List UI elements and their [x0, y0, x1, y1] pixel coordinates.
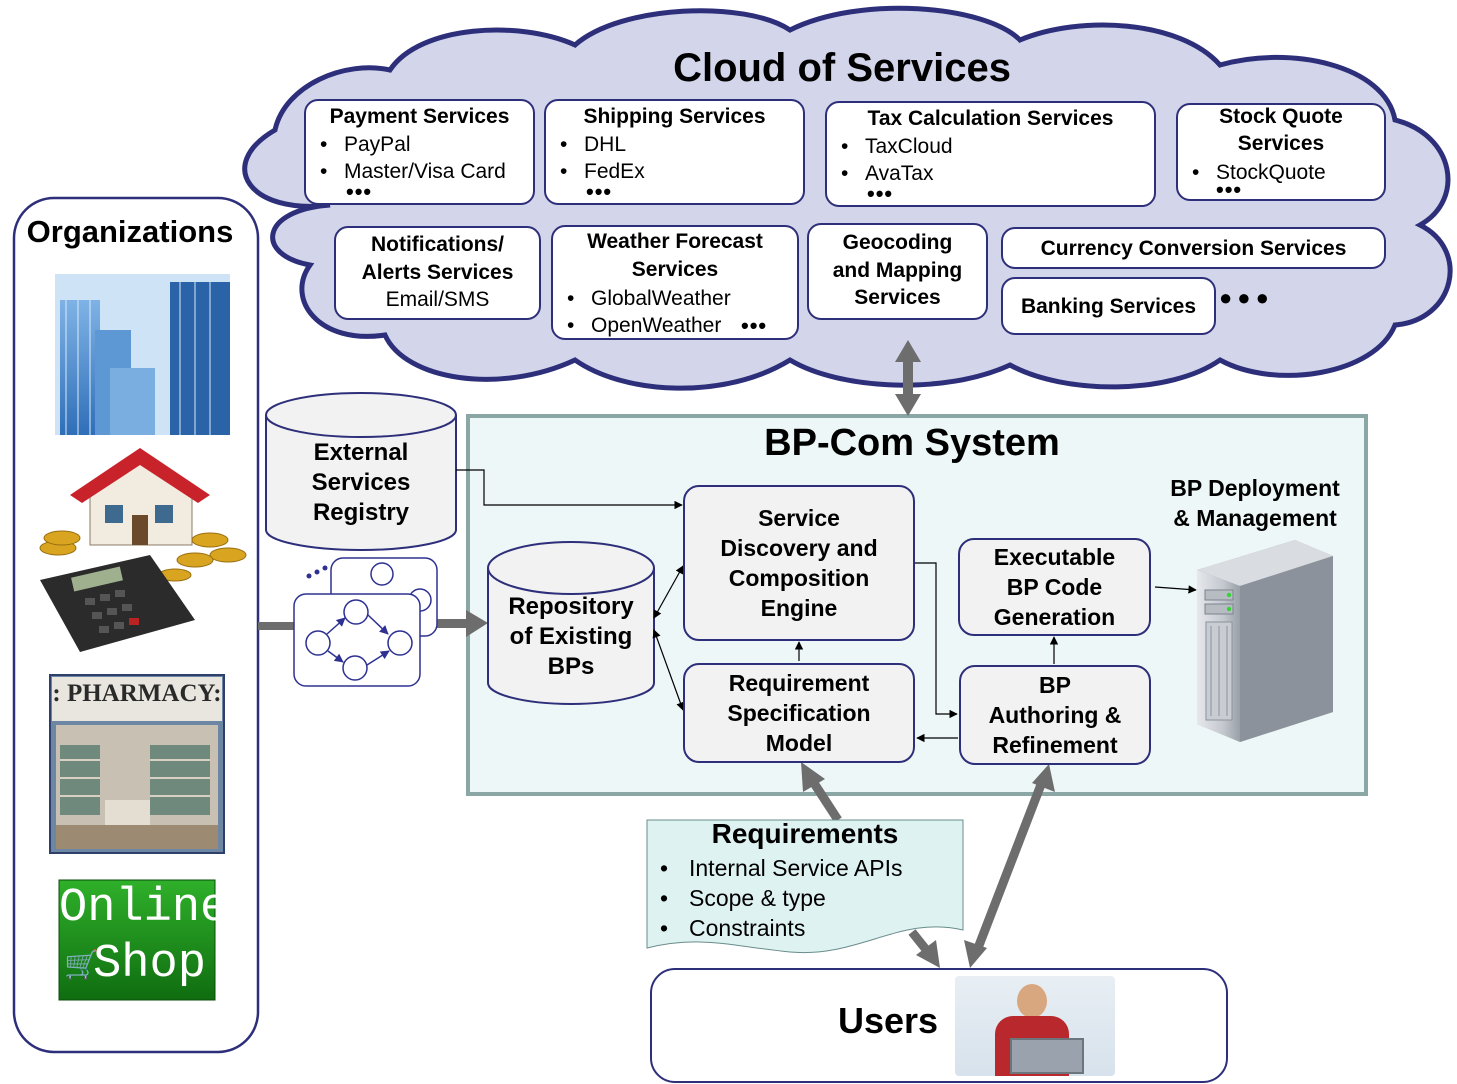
- tax-services-box: Tax Calculation Services •TaxCloud •AvaT…: [825, 101, 1156, 207]
- weather-title-line1: Weather Forecast: [587, 230, 763, 253]
- shipping-services-box: Shipping Services •DHL •FedEx •••: [544, 99, 805, 205]
- organizations-to-repository-arrow: [258, 610, 488, 637]
- geocoding-services-box: Geocoding and Mapping Services: [807, 223, 988, 320]
- list-item: •StockQuote: [1192, 161, 1326, 184]
- repository-cylinder: [487, 541, 655, 705]
- cloud-system-double-arrow: [895, 340, 921, 416]
- requirements-document: [646, 819, 964, 954]
- weather-services-box: Weather Forecast Services •GlobalWeather…: [551, 225, 799, 340]
- external-registry-cylinder: [265, 392, 457, 551]
- payment-services-box: Payment Services •PayPal •Master/Visa Ca…: [304, 99, 535, 205]
- notifications-title-line1: Notifications/: [370, 233, 504, 256]
- list-item: •Constraints: [660, 915, 806, 941]
- more-dots: •••: [1216, 177, 1243, 202]
- banking-services-box: Banking Services: [1001, 277, 1216, 335]
- cloud-title: Cloud of Services: [673, 46, 1011, 90]
- user-head: [1017, 984, 1047, 1018]
- stock-quote-services-box: Stock Quote Services •StockQuote •••: [1176, 103, 1386, 202]
- system-title: BP-Com System: [764, 422, 1060, 464]
- repository-label: Repository of Existing BPs: [508, 593, 634, 680]
- geocoding-title-line3: Services: [854, 286, 941, 309]
- laptop-icon: [1010, 1038, 1084, 1074]
- online-shop-line2: Shop: [93, 938, 206, 991]
- list-item: •DHL: [560, 133, 627, 156]
- list-item: •Master/Visa Card: [320, 160, 506, 183]
- online-shop-image: [58, 879, 216, 1001]
- banking-services-title: Banking Services: [1020, 295, 1197, 318]
- requirements-to-users-arrow: [908, 929, 940, 968]
- stock-quote-title-line2: Services: [1237, 132, 1325, 155]
- payment-services-title: Payment Services: [329, 105, 510, 128]
- cart-icon: 🛒: [64, 949, 99, 980]
- geocoding-title-line1: Geocoding: [842, 231, 953, 254]
- online-shop-line1: Online: [59, 882, 229, 935]
- office-towers-image: [55, 274, 230, 435]
- geocoding-title-line2: and Mapping: [832, 259, 963, 282]
- requirements-title: Requirements: [711, 818, 899, 849]
- list-item: •PayPal: [320, 133, 411, 156]
- requirements-list: •Internal Service APIs •Scope & type •Co…: [660, 853, 903, 943]
- more-dots: •••: [346, 179, 373, 204]
- organizations-title: Organizations: [26, 214, 234, 249]
- external-registry-label: External Services Registry: [311, 439, 411, 526]
- weather-title-line2: Services: [631, 258, 719, 281]
- notifications-services-box: Notifications/ Alerts Services Email/SMS: [334, 226, 541, 320]
- list-item: •OpenWeather: [567, 314, 722, 337]
- process-model-icon: [293, 557, 438, 687]
- users-authoring-double-arrow: [964, 764, 1055, 968]
- service-discovery-engine: Service Discovery and Composition Engine: [683, 485, 915, 641]
- connector-arrows: [456, 469, 1197, 743]
- more-dots: •••: [867, 181, 894, 206]
- notifications-title-line2: Alerts Services: [361, 261, 514, 284]
- pharmacy-sign: : PHARMACY:: [52, 680, 222, 707]
- more-dots: •••: [586, 179, 613, 204]
- house-coins-calculator-image: [39, 448, 247, 652]
- list-item: •FedEx: [560, 160, 645, 183]
- tax-services-title: Tax Calculation Services: [867, 107, 1114, 130]
- bp-authoring-refinement: BP Authoring & Refinement: [959, 665, 1151, 765]
- executable-code-generation: Executable BP Code Generation: [958, 538, 1151, 636]
- more-dots: •••: [741, 313, 768, 338]
- currency-services-title: Currency Conversion Services: [1040, 237, 1347, 260]
- server-icon: [1197, 540, 1333, 742]
- requirement-specification-model: Requirement Specification Model: [683, 663, 915, 763]
- more-services-dots: ●●●: [1219, 285, 1274, 310]
- list-item: •AvaTax: [841, 162, 934, 185]
- pharmacy-image: [49, 674, 225, 854]
- user-at-laptop-image: [955, 976, 1115, 1076]
- list-item: •Internal Service APIs: [660, 855, 903, 881]
- shipping-services-title: Shipping Services: [583, 105, 766, 128]
- deployment-label: BP Deployment & Management: [1170, 475, 1340, 531]
- list-item: •TaxCloud: [841, 135, 953, 158]
- notifications-detail: Email/SMS: [385, 288, 490, 311]
- users-title: Users: [837, 1000, 939, 1041]
- list-item: •GlobalWeather: [567, 287, 731, 310]
- requirements-to-model-arrow: [801, 762, 842, 823]
- stock-quote-title-line1: Stock Quote: [1219, 105, 1343, 128]
- list-item: •Scope & type: [660, 885, 826, 911]
- currency-services-box: Currency Conversion Services: [1001, 227, 1386, 269]
